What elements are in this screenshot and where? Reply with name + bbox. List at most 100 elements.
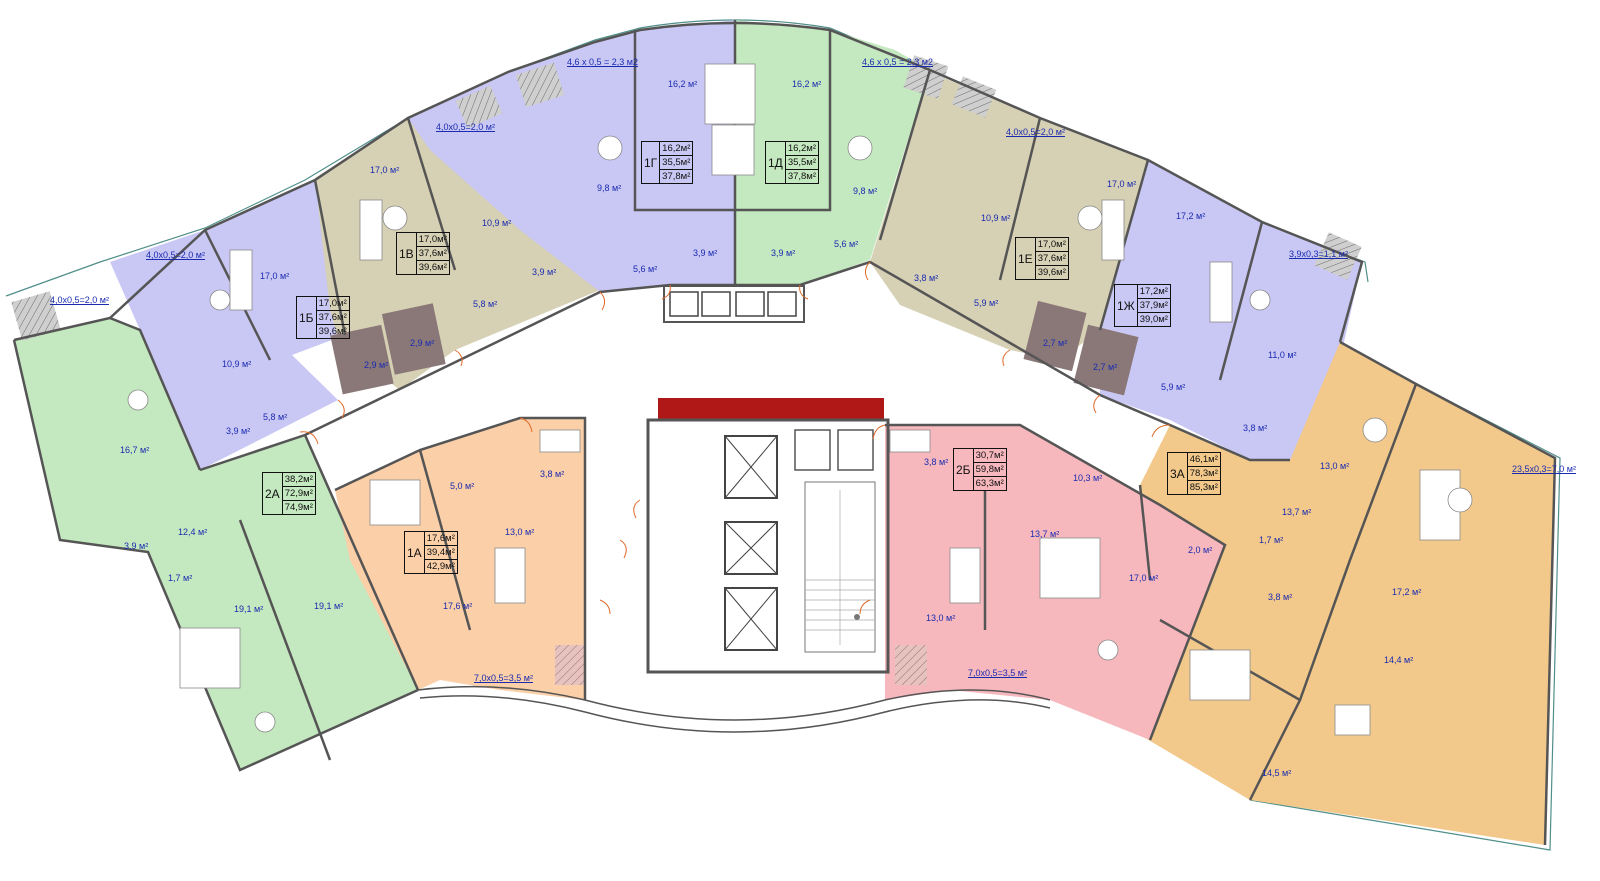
apartment-id: 1Д <box>766 142 786 183</box>
apartment-info-1v: 1В 17,0м² 37,6м² 39,6м² <box>396 232 450 275</box>
total-area: 78,3м² <box>1187 467 1220 481</box>
area-with-balcony: 42,9м² <box>426 560 455 572</box>
apartment-id: 1Ж <box>1115 285 1138 326</box>
room-area-label: 2,0 м² <box>1188 545 1213 555</box>
area-with-balcony: 39,0м² <box>1139 313 1168 325</box>
balcony-area-label: 4,0x0,5=2,0 м² <box>146 250 205 260</box>
stair-header-bar <box>658 398 884 420</box>
living-area: 17,0м² <box>316 297 349 311</box>
balcony-hatch <box>951 76 997 118</box>
balcony-hatch <box>903 55 949 99</box>
total-area: 35,5м² <box>660 156 693 170</box>
apartment-id: 2А <box>263 473 283 514</box>
balcony-hatch <box>11 291 61 341</box>
room-area-label: 5,6 м² <box>834 239 859 249</box>
room-area-label: 13,0 м² <box>1320 461 1350 471</box>
living-area: 17,0м² <box>1035 238 1068 252</box>
room-area-label: 5,6 м² <box>633 264 658 274</box>
storage-room <box>1073 324 1139 396</box>
room-area-label: 2,7 м² <box>1043 338 1068 348</box>
total-area: 35,5м² <box>785 156 818 170</box>
room-area-label: 13,0 м² <box>926 613 956 623</box>
apartment-1d-zone <box>735 20 930 285</box>
room-area-label: 9,8 м² <box>853 186 878 196</box>
room-area-label: 14,5 м² <box>1262 768 1292 778</box>
apartment-id: 1В <box>397 233 417 274</box>
total-area: 39,4м² <box>424 546 457 560</box>
apartment-1b-zone <box>110 180 345 470</box>
room-area-label: 10,9 м² <box>222 359 252 369</box>
doors <box>299 261 1171 615</box>
area-with-balcony: 39,6м² <box>1037 266 1066 278</box>
balcony-hatch <box>455 85 503 129</box>
room-area-label: 3,8 м² <box>540 469 565 479</box>
balcony-area-label: 4,0x0,5=2,0 м² <box>50 295 109 305</box>
total-area: 37,6м² <box>1035 252 1068 266</box>
room-area-label: 12,4 м² <box>178 527 208 537</box>
room-area-label: 5,8 м² <box>473 299 498 309</box>
apartment-id: 3А <box>1168 453 1188 494</box>
balcony-area-label: 23,5x0,3=7,0 м² <box>1512 464 1576 474</box>
south-facade <box>417 685 1051 733</box>
room-area-label: 3,8 м² <box>1243 423 1268 433</box>
living-area: 17,6м² <box>424 532 457 546</box>
apartment-id: 1Е <box>1016 238 1036 279</box>
room-area-label: 3,8 м² <box>914 273 939 283</box>
apartment-info-3a: 3А 46,1м² 78,3м² 85,3м² <box>1167 452 1221 495</box>
room-area-label: 17,0 м² <box>1129 573 1159 583</box>
room-area-label: 16,7 м² <box>120 445 150 455</box>
total-area: 72,9м² <box>282 487 315 501</box>
building-core <box>585 398 890 708</box>
room-area-label: 5,8 м² <box>263 412 288 422</box>
balcony-hatch <box>555 645 585 685</box>
total-area: 37,6м² <box>416 247 449 261</box>
living-area: 16,2м² <box>785 142 818 156</box>
walls <box>12 20 1557 846</box>
area-with-balcony: 74,9м² <box>284 501 313 513</box>
storage-room <box>381 303 446 375</box>
apartment-info-1d: 1Д 16,2м² 35,5м² 37,8м² <box>765 141 819 184</box>
area-with-balcony: 85,3м² <box>1189 481 1218 493</box>
room-area-label: 10,9 м² <box>981 213 1011 223</box>
apartment-id: 2Б <box>954 449 974 490</box>
shaft-block <box>663 285 805 323</box>
total-area: 37,6м² <box>316 311 349 325</box>
area-with-balcony: 37,8м² <box>662 170 691 182</box>
room-area-label: 3,8 м² <box>1268 592 1293 602</box>
balcony-area-label: 7,0x0,5=3,5 м² <box>968 668 1027 678</box>
apartment-info-1g: 1Г 16,2м² 35,5м² 37,8м² <box>641 141 694 184</box>
room-area-label: 3,9 м² <box>532 267 557 277</box>
balcony-hatch <box>1314 232 1362 280</box>
room-area-label: 1,7 м² <box>168 573 193 583</box>
room-area-label: 2,9 м² <box>364 360 389 370</box>
room-area-label: 13,7 м² <box>1282 507 1312 517</box>
room-area-label: 17,0 м² <box>260 271 290 281</box>
room-area-label: 1,7 м² <box>1259 535 1284 545</box>
balcony-area-label: 4,6 x 0,5 = 2,3 м2 <box>567 57 638 67</box>
room-area-label: 10,9 м² <box>482 218 512 228</box>
balcony-area-label: 3,9x0,3=1,1 м² <box>1289 249 1348 259</box>
room-area-label: 9,8 м² <box>597 183 622 193</box>
area-with-balcony: 39,6м² <box>418 261 447 273</box>
room-area-label: 2,7 м² <box>1093 362 1118 372</box>
apartment-info-1b: 1Б 17,0м² 37,6м² 39,6м² <box>296 296 350 339</box>
room-area-label: 13,7 м² <box>1030 529 1060 539</box>
living-area: 30,7м² <box>973 449 1006 463</box>
room-area-label: 2,9 м² <box>410 338 435 348</box>
living-area: 38,2м² <box>282 473 315 487</box>
room-area-label: 3,9 м² <box>124 541 149 551</box>
apartment-3a-zone <box>1140 342 1555 845</box>
room-area-label: 19,1 м² <box>234 604 264 614</box>
living-area: 17,0м² <box>416 233 449 247</box>
apartment-1e-zone <box>870 72 1148 360</box>
apartment-info-2a: 2А 38,2м² 72,9м² 74,9м² <box>262 472 316 515</box>
apartment-2a-zone <box>14 318 418 770</box>
living-area: 17,2м² <box>1137 285 1170 299</box>
furniture <box>127 63 1473 736</box>
area-with-balcony: 37,8м² <box>787 170 816 182</box>
apartment-info-2b: 2Б 30,7м² 59,8м² 63,3м² <box>953 448 1007 491</box>
room-area-label: 16,2 м² <box>668 79 698 89</box>
room-area-label: 17,0 м² <box>1107 179 1137 189</box>
area-with-balcony: 39,6м² <box>318 325 347 337</box>
room-area-label: 11,0 м² <box>1268 350 1297 360</box>
